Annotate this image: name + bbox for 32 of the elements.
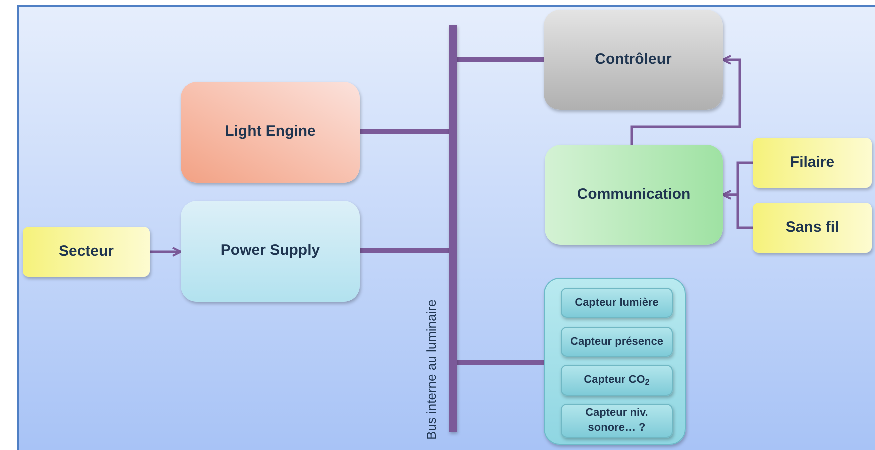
bus-label: Bus interne au luminaire xyxy=(423,300,440,440)
connector-line xyxy=(457,58,544,62)
process-box xyxy=(753,138,872,188)
node-label: Capteur lumière xyxy=(574,296,660,311)
node-label: Capteur présence xyxy=(570,334,664,350)
arrow xyxy=(722,190,753,230)
sensor-box xyxy=(561,288,673,318)
node-label: Power Supply xyxy=(220,241,322,262)
node-label: Sans fil xyxy=(784,218,840,238)
node-label: Light Engine xyxy=(224,122,317,142)
bus-bar xyxy=(449,25,457,432)
process-box xyxy=(544,10,723,110)
process-box xyxy=(753,203,872,253)
connector-line xyxy=(360,248,449,254)
node-label: Capteur CO$_{2}$ xyxy=(583,373,651,389)
sensor-group-box xyxy=(544,278,686,445)
node-label: Contrôleur xyxy=(594,50,673,70)
sensor-box xyxy=(561,404,673,438)
process-box xyxy=(23,227,150,277)
sensor-box xyxy=(561,327,673,357)
node-label: Filaire xyxy=(789,152,836,173)
process-box xyxy=(545,145,723,245)
process-box xyxy=(181,82,360,183)
connector-line xyxy=(457,360,544,366)
sensor-box xyxy=(561,365,673,396)
node-label: Secteur xyxy=(58,242,116,262)
process-box xyxy=(181,201,360,302)
node-label: Capteur niv. sonore… ? xyxy=(584,406,650,436)
node-label: Communication xyxy=(576,184,692,205)
arrow xyxy=(630,55,742,145)
arrow xyxy=(150,247,182,257)
connector-line xyxy=(360,130,449,134)
